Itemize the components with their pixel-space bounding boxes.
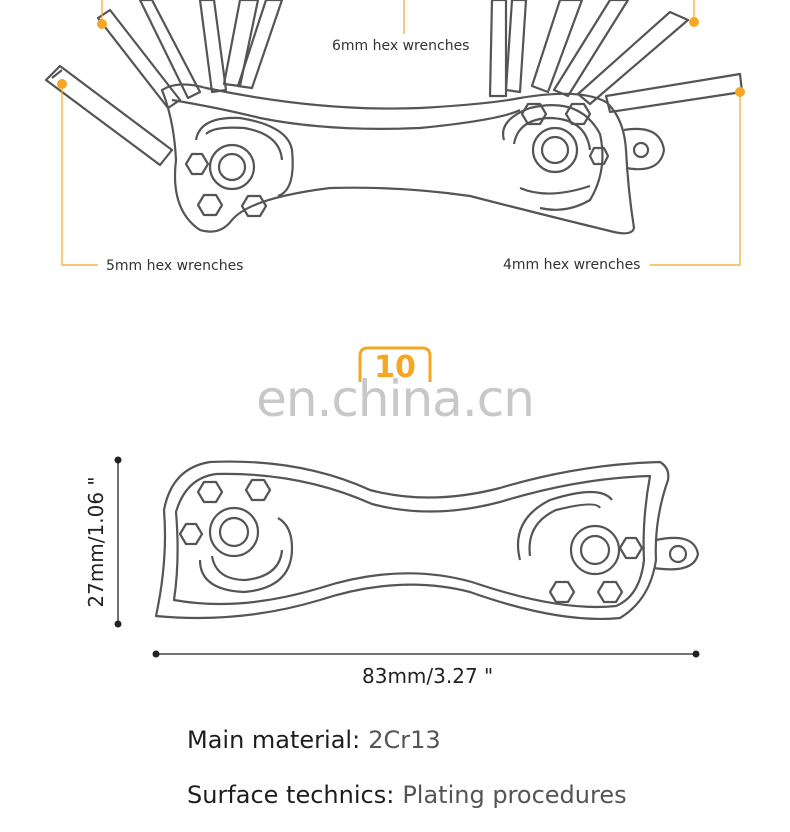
callout-dot [735, 87, 745, 97]
spec-material: Main material:2Cr13 [187, 726, 441, 754]
tool-blade-6 [488, 0, 508, 98]
tool-blade-7 [504, 0, 528, 94]
spec-material-label: Main material: [187, 726, 361, 754]
tool-blade-5 [236, 0, 284, 90]
watermark: en.china.cn [256, 370, 535, 428]
tool-blade-8 [530, 0, 584, 94]
tool-body-open [160, 83, 636, 235]
tool-blade-2 [138, 0, 202, 100]
tool-illustration-closed [114, 456, 700, 658]
tool-illustration-open [44, 0, 745, 266]
spec-surface-label: Surface technics: [187, 781, 395, 809]
tool-blade-10 [576, 10, 690, 106]
tool-blade-9 [552, 0, 630, 98]
spec-material-value: 2Cr13 [368, 726, 441, 754]
key-ring-loop [623, 127, 666, 171]
callout-5mm: 5mm hex wrenches [106, 258, 244, 274]
tool-body-closed [154, 460, 670, 621]
key-ring-loop [653, 536, 700, 571]
spec-surface-value: Plating procedures [402, 781, 627, 809]
badge-frame [358, 346, 432, 382]
callout-dot [57, 79, 67, 89]
callout-dot [97, 19, 107, 29]
callout-dot [689, 17, 699, 27]
height-dimension-label: 27mm/1.06 " [84, 476, 108, 608]
hex-wrench-left [44, 64, 174, 167]
callout-6mm: 6mm hex wrenches [332, 38, 470, 54]
tool-blade-3 [198, 0, 228, 94]
callout-4mm: 4mm hex wrenches [503, 257, 641, 273]
tool-blade-1 [96, 8, 182, 110]
spec-surface: Surface technics:Plating procedures [187, 781, 627, 809]
badge-number: 10 [374, 350, 416, 385]
width-dimension-label: 83mm/3.27 " [362, 664, 494, 688]
